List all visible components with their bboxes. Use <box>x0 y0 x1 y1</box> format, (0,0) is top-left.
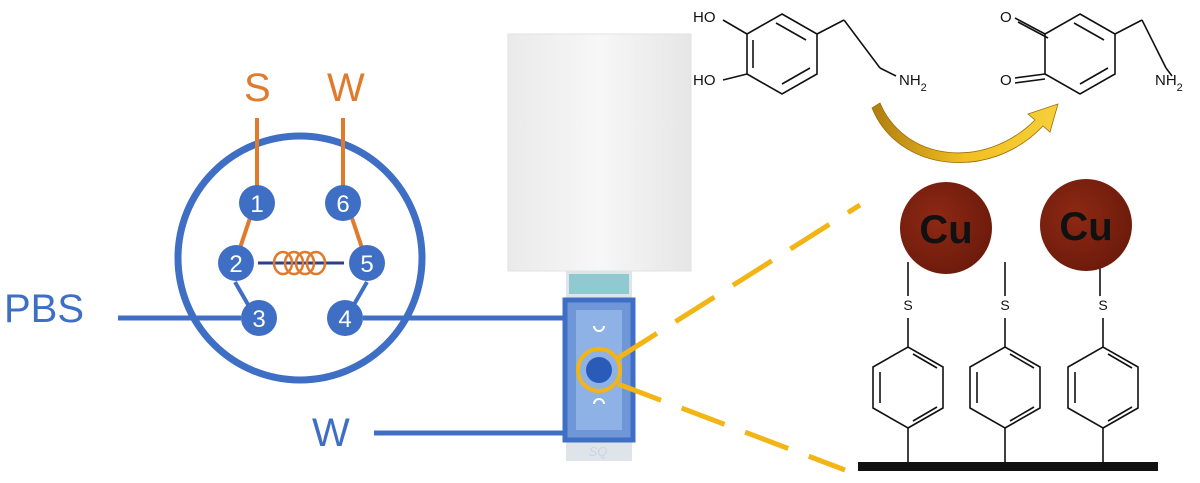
connection-2-3 <box>233 281 252 309</box>
svg-text:1: 1 <box>250 191 263 218</box>
copper-particle-2: Cu <box>1040 179 1132 271</box>
connector-housing <box>507 33 692 272</box>
port-2: 2 <box>218 245 254 281</box>
thiophenol-linker-2 <box>969 318 1041 462</box>
reactant-amine: NH2 <box>899 72 927 94</box>
oxidation-arrow <box>871 102 1059 164</box>
cell-outlet-port <box>593 398 605 405</box>
sulfur-atom-1: S <box>903 297 912 313</box>
zoom-line-top <box>616 202 862 361</box>
surface-baseline <box>858 462 1158 471</box>
dopamine-quinone-molecule <box>1014 13 1173 95</box>
pbs-label: PBS <box>4 287 84 331</box>
port-6: 6 <box>325 185 361 221</box>
svg-text:2: 2 <box>229 251 242 278</box>
product-amine: NH2 <box>1155 72 1183 94</box>
dopamine-molecule <box>722 13 897 95</box>
svg-text:Cu: Cu <box>1059 205 1112 249</box>
port-5: 5 <box>349 245 385 281</box>
svg-text:6: 6 <box>336 191 349 218</box>
sample-label: S <box>244 66 271 110</box>
sulfur-atom-3: S <box>1098 297 1107 313</box>
thiophenol-linker-3 <box>1067 318 1139 462</box>
top-waste-label: W <box>327 66 365 110</box>
connection-6-5 <box>350 217 364 249</box>
working-electrode-highlight <box>576 347 622 393</box>
reactant-oh-bottom: HO <box>693 72 716 89</box>
chip-base-text: SQ <box>589 444 608 459</box>
working-electrode <box>586 357 612 383</box>
zoom-line-bottom <box>617 381 846 473</box>
electrode-surface: S S S Cu Cu <box>858 179 1158 471</box>
svg-text:4: 4 <box>338 306 351 333</box>
port-4: 4 <box>327 300 363 336</box>
sample-loop-coil <box>272 250 327 276</box>
bottom-waste-label: W <box>312 411 350 455</box>
thiophenol-linker-1 <box>872 318 944 462</box>
strip-contact <box>569 274 629 294</box>
product-o-top: O <box>1000 9 1012 26</box>
svg-text:5: 5 <box>360 251 373 278</box>
port-3: 3 <box>241 300 277 336</box>
cell-inlet-port <box>593 325 605 332</box>
sulfur-atom-2: S <box>1000 297 1009 313</box>
svg-text:Cu: Cu <box>919 208 972 252</box>
connection-1-2 <box>238 217 252 249</box>
reactant-oh-top: HO <box>693 9 716 26</box>
injection-valve: S W 1 6 2 5 <box>174 66 426 384</box>
svg-text:3: 3 <box>252 306 265 333</box>
valve-body <box>174 132 426 384</box>
product-o-bottom: O <box>1000 72 1012 89</box>
copper-particle-1: Cu <box>900 182 992 274</box>
screen-printed-electrode: SQ <box>507 33 692 461</box>
port-1: 1 <box>239 185 275 221</box>
